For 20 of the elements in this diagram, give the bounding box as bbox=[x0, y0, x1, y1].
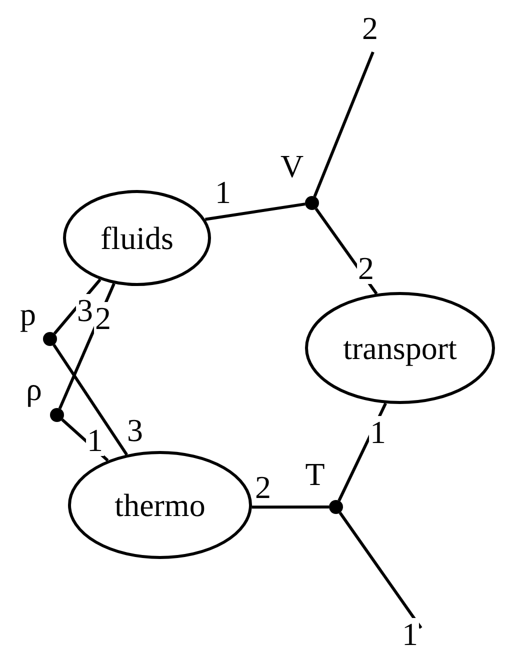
connector-line bbox=[313, 51, 374, 198]
variable-label: T bbox=[305, 458, 325, 490]
edge-label: 2 bbox=[94, 302, 112, 334]
connector-line bbox=[338, 512, 422, 629]
connector-line bbox=[52, 344, 128, 456]
node-label: thermo bbox=[114, 489, 206, 521]
connector-line bbox=[252, 506, 329, 509]
junction-dot bbox=[305, 196, 319, 210]
ellipse-node bbox=[305, 292, 495, 404]
junction-dot bbox=[329, 500, 343, 514]
ellipse-node bbox=[68, 451, 252, 559]
node-label: fluids bbox=[100, 222, 174, 254]
variable-label: ρ bbox=[26, 373, 42, 405]
connector-line bbox=[205, 202, 306, 221]
variable-label: p bbox=[20, 298, 36, 330]
ellipse-node bbox=[63, 190, 211, 286]
junction-dot bbox=[43, 332, 57, 346]
junction-dot bbox=[50, 408, 64, 422]
node-label: transport bbox=[342, 332, 458, 364]
variable-label: V bbox=[280, 150, 304, 182]
